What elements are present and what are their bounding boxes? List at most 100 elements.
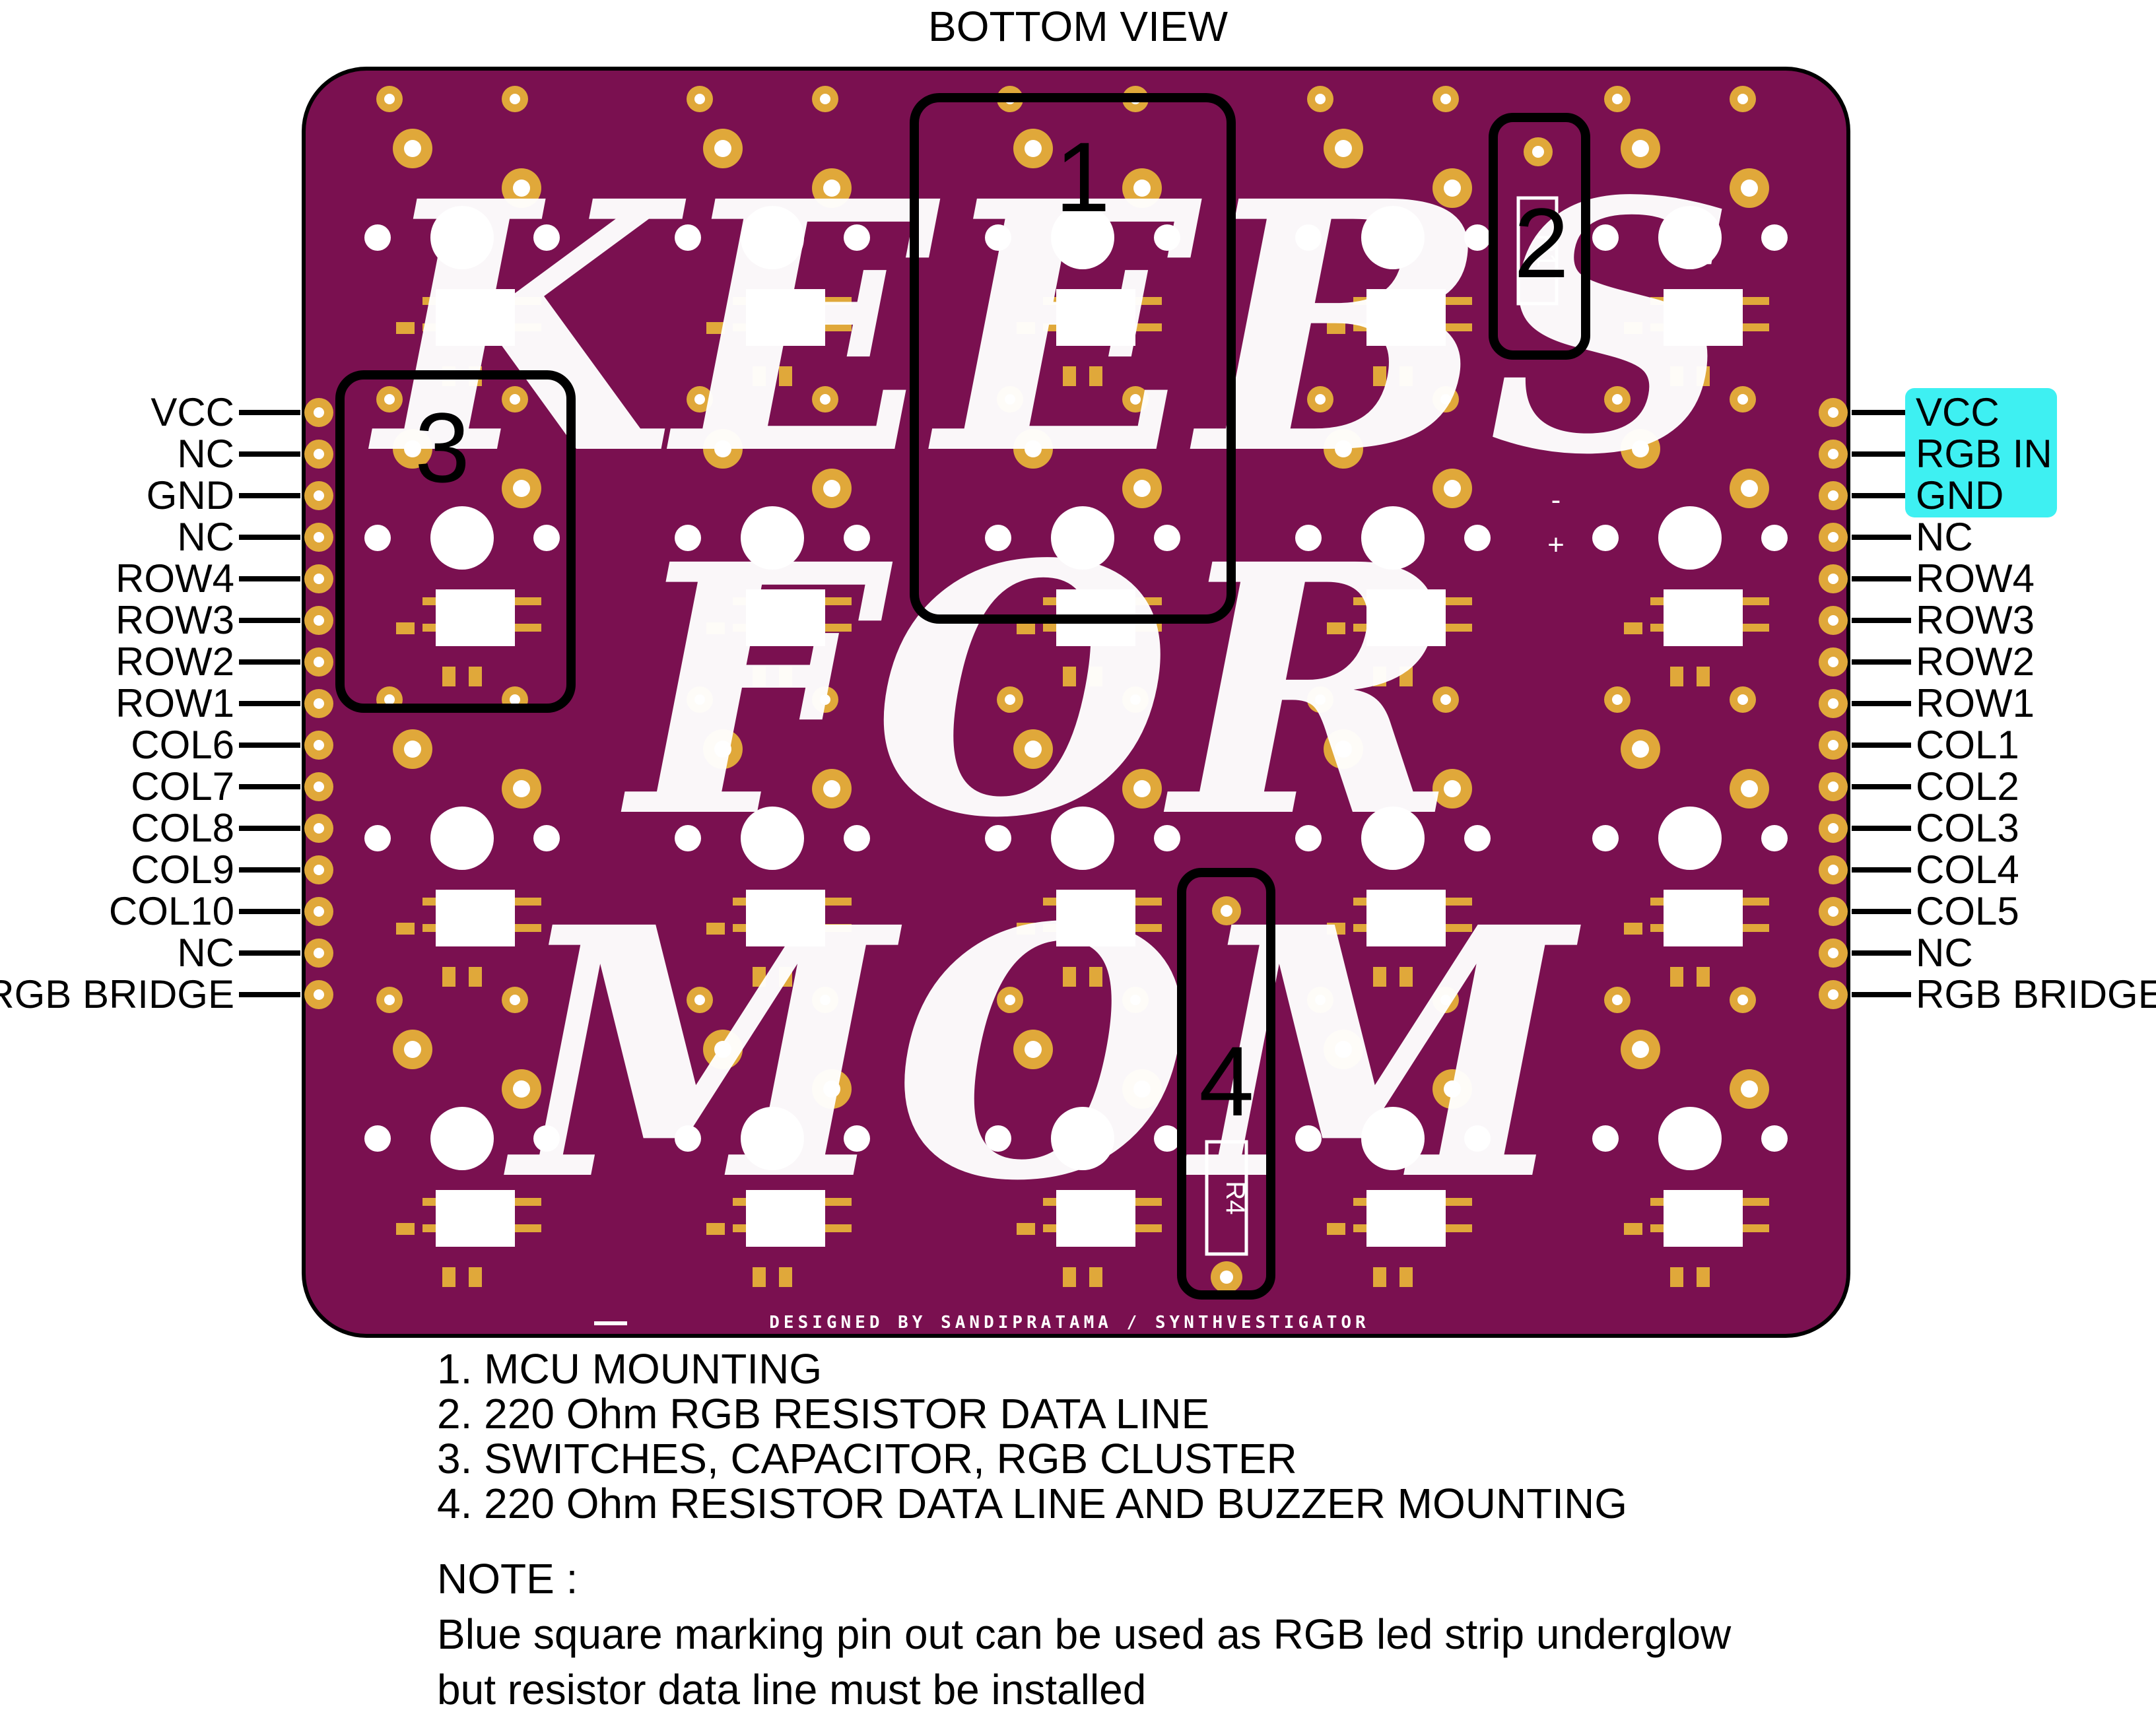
cap-pad [1624,322,1642,334]
diode-pad [1697,366,1710,386]
diode-pad [469,967,482,987]
left-pin-label: RGB BRIDGE [0,972,234,1016]
right-pin-label: COL1 [1916,723,2019,767]
side-hole [364,1125,391,1152]
cap-pad [396,1223,415,1235]
right-pin-label: ROW2 [1916,640,2035,684]
pad-hole [820,694,830,705]
switch-footprint [364,386,560,686]
side-hole [1464,1125,1491,1152]
left-pin-label: NC [177,931,234,975]
header-pin-hole [1828,865,1838,875]
rgb-pinout-highlight [1905,388,2057,517]
led-body [436,1190,515,1247]
header-pin-hole [314,948,324,958]
switch-pin-hole [823,180,840,197]
pad-hole [384,694,395,705]
designer-credit: DESIGNED BY SANDIPRATAMA / SYNTHVESTIGAT… [769,1313,1369,1333]
logo-line-2: FOR [619,490,1458,893]
header-pin-hole [1828,823,1838,834]
side-hole [985,525,1011,551]
left-pin-label: NC [177,515,234,559]
cap-pad [396,322,415,334]
center-hole [1051,206,1114,269]
right-pin-label: COL2 [1916,764,2019,809]
led-body [1056,890,1135,946]
led-body [1366,890,1446,946]
led-body [1366,1190,1446,1247]
pad-hole [1440,94,1451,104]
resistor-r1: R1 [1516,137,1561,306]
diode-pad [1373,366,1386,386]
switch-pin-hole [1335,140,1352,157]
center-hole [430,807,494,870]
callout-4: 4 [1177,868,1275,1300]
side-hole [533,1125,560,1152]
diode-pad [1670,366,1683,386]
switch-footprint [1592,386,1788,686]
pad-hole [1130,694,1141,705]
pad-hole [1737,995,1748,1005]
pad-hole [1315,995,1326,1005]
center-hole [1361,206,1425,269]
legend-item-1: 1. MCU MOUNTING [437,1345,823,1393]
switch-footprint [675,86,870,386]
right-pin-label: ROW1 [1916,681,2035,725]
led-body [746,1190,825,1247]
led-body [746,289,825,346]
left-pin-label: COL6 [131,723,234,767]
diode-pad [1697,1267,1710,1287]
switch-pin-hole [1025,741,1042,758]
led-body [1056,1190,1135,1247]
header-pin-hole [314,657,324,667]
diode-pad [1373,967,1386,987]
resistor-r4: R4 [1205,896,1250,1293]
cap-pad [1017,622,1035,634]
right-pin-label: COL3 [1916,806,2019,850]
right-pin-label: ROW4 [1916,556,2035,601]
callout-number-3: 3 [415,392,469,503]
pad-hole [820,94,830,104]
left-pin-label: COL7 [131,764,234,809]
diode-pad [1063,667,1076,686]
side-hole [844,825,870,851]
callout-number-4: 4 [1199,1026,1254,1137]
pad-hole [694,94,705,104]
left-pin-label: COL9 [131,847,234,892]
switch-pin-hole [714,440,731,457]
header-pin-hole [1828,948,1838,958]
side-hole [364,525,391,551]
header-pin-hole [1828,657,1838,667]
diode-pad [1697,667,1710,686]
header-pin-hole [1828,407,1838,418]
switch-footprint [985,987,1180,1287]
led-body [746,890,825,946]
left-pin-label: ROW3 [116,598,234,642]
switch-footprint [985,686,1180,987]
diode-pad [753,366,766,386]
callout-box-4 [1177,868,1275,1300]
side-hole [1154,825,1180,851]
switch-grid [364,86,1788,1287]
side-hole [1592,525,1619,551]
switch-footprint [364,987,560,1287]
pad-hole [1005,694,1015,705]
right-pin-label: NC [1916,931,1973,975]
switch-footprint [1592,987,1788,1287]
header-pin-hole [1828,574,1838,584]
cap-pad [1327,923,1345,935]
callout-box-3 [335,370,576,713]
pad-hole [820,995,830,1005]
note-heading: NOTE : [437,1555,578,1602]
right-pin-label: RGB BRIDGE [1916,972,2156,1016]
resistor-r1-label: R1 [1532,234,1561,267]
header-pin-hole [314,740,324,750]
pad-hole [1440,694,1451,705]
view-title: BOTTOM VIEW [928,3,1228,50]
pad-hole [1005,394,1015,405]
pin-leader-lines [239,410,1911,997]
switch-pin-hole [1444,480,1461,497]
pad-hole [510,694,520,705]
pad-hole [1315,394,1326,405]
switch-pin-hole [404,1041,421,1058]
